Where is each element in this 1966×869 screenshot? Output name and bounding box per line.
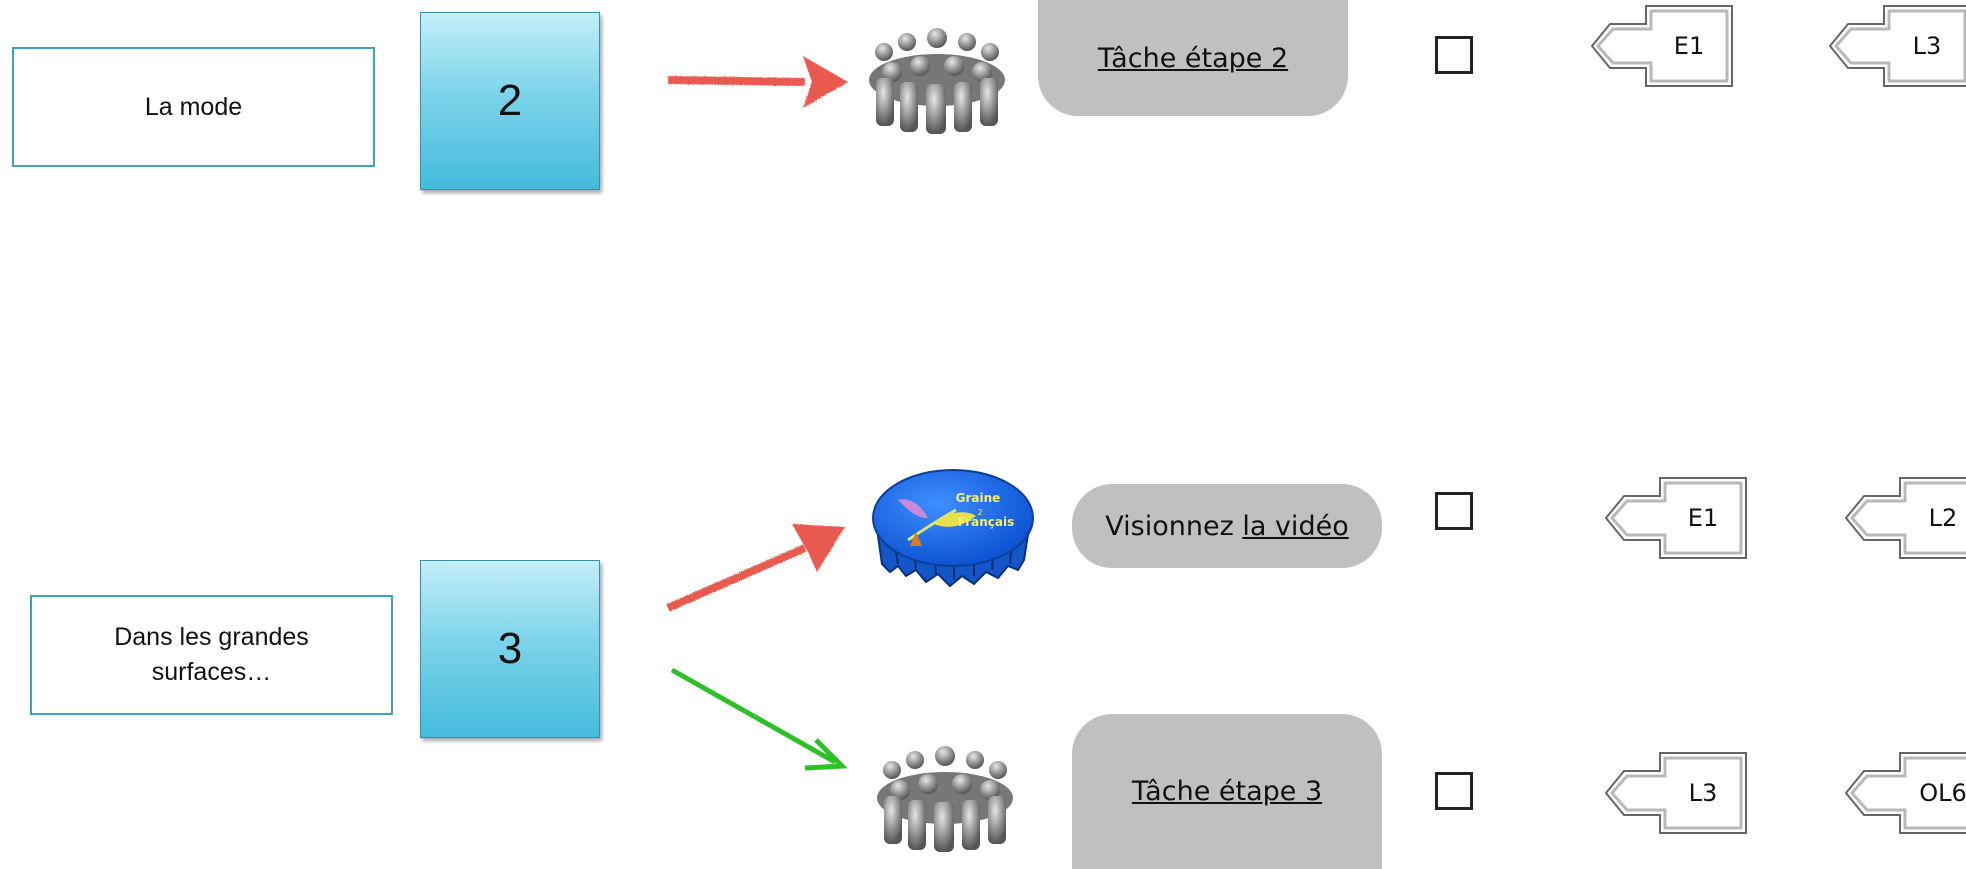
bottle-cap-logo-icon: Graine 2 Français — [872, 469, 1034, 588]
step-number-box: 3 — [420, 560, 600, 738]
video-link[interactable]: la vidéo — [1242, 510, 1349, 542]
red-arrow-row2 — [667, 56, 848, 108]
logo-text-1: Graine — [956, 491, 1001, 505]
task-pill-etape-3[interactable]: Tâche étape 3 — [1072, 714, 1382, 869]
left-arrow-tag-icon — [1604, 752, 1747, 834]
tag-e1-row2[interactable]: E1 — [1588, 4, 1734, 88]
topic-label: Dans les grandes surfaces… — [114, 623, 309, 686]
topic-box-grandes-surfaces: Dans les grandes surfaces… — [30, 595, 393, 715]
tag-label: E1 — [1673, 32, 1705, 60]
logo-text-2: 2 — [977, 508, 982, 517]
tag-ol6-row3b[interactable]: OL6 — [1842, 751, 1966, 835]
tag-label: E1 — [1687, 504, 1719, 532]
topic-box-la-mode: La mode — [12, 47, 375, 167]
tag-label: L3 — [1688, 779, 1718, 807]
checkbox-etape-3[interactable] — [1435, 772, 1473, 810]
task-link-etape-3[interactable]: Tâche étape 3 — [1131, 776, 1323, 807]
red-arrow-row3 — [666, 524, 845, 612]
people-circle-icon — [877, 746, 1013, 852]
green-arrow-row3 — [670, 667, 848, 771]
step-number: 2 — [497, 76, 523, 125]
left-arrow-tag-icon — [1590, 5, 1733, 87]
left-arrow-tag-icon — [1844, 477, 1966, 559]
task-link-etape-2[interactable]: Tâche étape 2 — [1097, 42, 1289, 74]
tag-l3-row3b[interactable]: L3 — [1602, 751, 1748, 835]
tag-l2-row3a[interactable]: L2 — [1842, 476, 1966, 560]
tag-label: L3 — [1912, 32, 1942, 60]
people-circle-icon — [869, 28, 1005, 134]
topic-label: La mode — [144, 92, 243, 121]
task-pill-text: Visionnez — [1105, 510, 1243, 542]
tag-label: OL6 — [1919, 779, 1966, 807]
left-arrow-tag-icon — [1844, 752, 1966, 834]
step-number: 3 — [497, 624, 523, 673]
left-arrow-tag-icon — [1828, 5, 1966, 87]
logo-text-3: Français — [958, 515, 1014, 529]
task-pill-etape-2[interactable]: Tâche étape 2 — [1038, 0, 1348, 116]
step-number-box: 2 — [420, 12, 600, 190]
task-pill-video[interactable]: Visionnez la vidéo — [1072, 484, 1382, 568]
checkbox-video[interactable] — [1435, 492, 1473, 530]
left-arrow-tag-icon — [1604, 477, 1747, 559]
tag-l3-row2[interactable]: L3 — [1826, 4, 1966, 88]
tag-e1-row3a[interactable]: E1 — [1602, 476, 1748, 560]
tag-label: L2 — [1928, 504, 1958, 532]
checkbox-row2[interactable] — [1435, 36, 1473, 74]
